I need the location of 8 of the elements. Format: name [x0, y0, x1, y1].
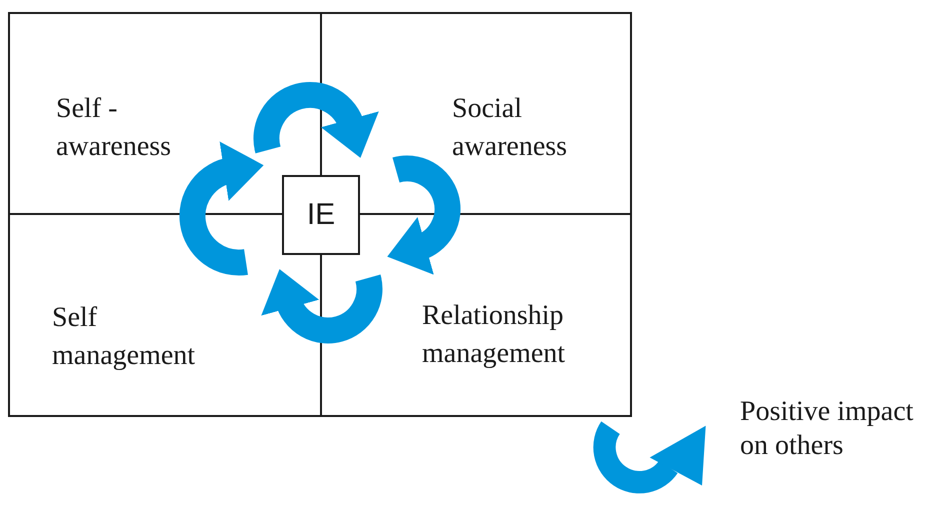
- quadrant-label: Self -awareness: [56, 92, 172, 164]
- center-label: IE: [306, 198, 336, 232]
- quadrant-label: Self management: [52, 301, 196, 373]
- quadrant-label: Social awareness: [452, 92, 568, 164]
- quadrant-label: Relationship management: [422, 299, 566, 371]
- curved-arrow: [254, 82, 378, 158]
- center-box: [282, 175, 360, 255]
- legend-label: Positive impact on others: [740, 395, 914, 463]
